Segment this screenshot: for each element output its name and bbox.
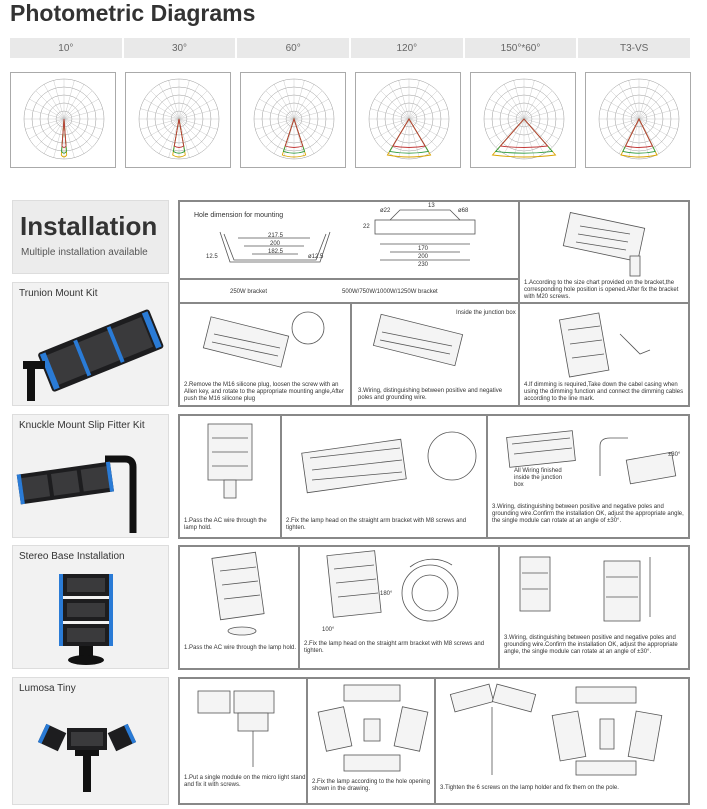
lumosa-step2-drawing — [317, 684, 429, 772]
trunion-step2-cell: 2.Remove the M16 silicone plug, loosen t… — [179, 303, 351, 406]
page-title: Photometric Diagrams — [10, 0, 256, 26]
tab-beam-t3vs[interactable]: T3-VS — [578, 38, 691, 58]
dim-250-d: 12.5 — [206, 254, 218, 260]
trunion-step2-text: 2.Remove the M16 silicone plug, loosen t… — [184, 382, 344, 402]
knuckle-step2-text: 2.Fix the lamp head on the straight arm … — [286, 518, 467, 531]
polar-diagram — [10, 72, 116, 168]
knuckle-sidebar: Knuckle Mount Slip Fitter Kit — [12, 414, 169, 538]
beam-angle-tabs: 10° 30° 60° 120° 150°*60° T3-VS — [10, 38, 691, 58]
trunion-label: Trunion Mount Kit — [19, 288, 98, 299]
dim-500-a: ø22 — [380, 208, 391, 214]
dim-500-g: 230 — [418, 262, 429, 268]
bracket-250-label: 250W bracket — [230, 289, 268, 295]
stereo-angle-180: 180° — [380, 591, 393, 597]
hole-dimension-title: Hole dimension for mounting — [194, 212, 284, 219]
trunion-step1-drawing — [562, 211, 646, 277]
knuckle-panel: 1.Pass the AC wire through the lamp hold… — [178, 414, 690, 539]
trunion-step3-text: 3.Wiring, distinguishing between positiv… — [358, 388, 503, 401]
dim-500-e: 170 — [418, 246, 429, 252]
stereo-step2-drawing — [326, 550, 459, 622]
trunion-sidebar: Trunion Mount Kit — [12, 282, 169, 406]
dim-250-a: 217.5 — [268, 233, 284, 239]
dim-250-c: 182.5 — [268, 249, 284, 255]
installation-heading: Installation — [20, 211, 158, 241]
knuckle-step3-text: 3.Wiring, distinguishing between positiv… — [492, 504, 684, 524]
knuckle-step2-drawing — [301, 431, 477, 494]
bracket-500-label: 500W/750W/1000W/1250W bracket — [342, 289, 438, 295]
tab-beam-60[interactable]: 60° — [237, 38, 350, 58]
stereo-sidebar: Stereo Base Installation — [12, 545, 169, 669]
dim-500-c: ø68 — [458, 208, 469, 214]
dim-250-e: ø12.5 — [308, 254, 324, 260]
trunion-step4-drawing — [558, 312, 651, 378]
lumosa-step3-drawing — [449, 683, 663, 776]
stereo-step1-drawing — [211, 551, 265, 636]
knuckle-step3-drawing — [506, 430, 677, 485]
trunion-step4-cell: 4.If dimming is required,Take down the c… — [519, 303, 689, 406]
stereo-step2-text: 2.Fix the lamp head on the straight arm … — [304, 641, 485, 654]
bracket-labels-cell: 250W bracket 500W/750W/1000W/1250W brack… — [179, 279, 519, 303]
trunion-step1-text: 1.According to the size chart provided o… — [524, 280, 679, 300]
trunion-step3-cell: Inside the junction box 3.Wiring, distin… — [351, 303, 519, 406]
tab-beam-120[interactable]: 120° — [351, 38, 463, 58]
knuckle-angle-label: ±30° — [668, 452, 681, 458]
knuckle-product-image — [16, 455, 137, 533]
stereo-step1-text: 1.Pass the AC wire through the lamp hold… — [184, 645, 297, 651]
trunion-panel: Hole dimension for mounting 217.5 200 18… — [178, 200, 690, 407]
dim-500-b: 13 — [428, 203, 435, 209]
stereo-step3-drawing — [519, 556, 651, 622]
polar-diagram — [240, 72, 346, 168]
trunion-product-image — [23, 309, 164, 401]
lumosa-step2-cell: 2.Fix the lamp according to the hole ope… — [307, 678, 435, 804]
stereo-step3-text: 3.Wiring, distinguishing between positiv… — [504, 635, 678, 655]
hole-dimension-cell: Hole dimension for mounting 217.5 200 18… — [179, 201, 519, 279]
stereo-panel: 1.Pass the AC wire through the lamp hold… — [178, 545, 690, 670]
lumosa-label: Lumosa Tiny — [19, 683, 76, 694]
trunion-step2-drawing — [202, 311, 325, 368]
knuckle-step1-cell: 1.Pass the AC wire through the lamp hold… — [179, 415, 281, 538]
lumosa-step1-drawing — [197, 690, 275, 767]
trunion-step3-drawing — [372, 313, 464, 367]
inside-box-note: Inside the junction box — [456, 310, 516, 316]
lumosa-step1-text: 1.Put a single module on the micro light… — [184, 775, 306, 788]
stereo-step2-cell: 180° 100° 2.Fix the lamp head on the str… — [299, 546, 499, 669]
tab-beam-150x60[interactable]: 150°*60° — [464, 38, 577, 58]
knuckle-step1-text: 1.Pass the AC wire through the lamp hold… — [184, 518, 267, 531]
stereo-label: Stereo Base Installation — [19, 551, 125, 562]
knuckle-step3-cell: All Wiring finished inside the junction … — [487, 415, 689, 538]
dim-500-f: 200 — [418, 254, 429, 260]
tab-beam-30[interactable]: 30° — [123, 38, 236, 58]
polar-diagram — [355, 72, 461, 168]
lumosa-panel: 1.Put a single module on the micro light… — [178, 677, 690, 805]
polar-diagram — [470, 72, 576, 168]
knuckle-wiring-note: All Wiring finished inside the junction … — [514, 468, 563, 488]
lumosa-sidebar: Lumosa Tiny — [12, 677, 169, 805]
lumosa-step1-cell: 1.Put a single module on the micro light… — [179, 678, 307, 804]
lumosa-step2-text: 2.Fix the lamp according to the hole ope… — [312, 779, 431, 792]
bracket-dimension-drawing — [219, 209, 476, 263]
polar-diagrams-row — [10, 72, 691, 168]
stereo-step1-cell: 1.Pass the AC wire through the lamp hold… — [179, 546, 299, 669]
dim-250-b: 200 — [270, 241, 281, 247]
installation-subheading: Multiple installation available — [21, 247, 148, 258]
stereo-angle-100: 100° — [322, 627, 335, 633]
installation-header: Installation Multiple installation avail… — [12, 200, 169, 274]
knuckle-label: Knuckle Mount Slip Fitter Kit — [19, 420, 145, 431]
knuckle-step2-cell: 2.Fix the lamp head on the straight arm … — [281, 415, 487, 538]
lumosa-step3-text: 3.Tighten the 6 screws on the lamp holde… — [440, 785, 619, 791]
trunion-step4-text: 4.If dimming is required,Take down the c… — [524, 382, 684, 402]
stereo-product-image — [59, 574, 113, 665]
polar-diagram — [125, 72, 231, 168]
tab-beam-10[interactable]: 10° — [10, 38, 122, 58]
polar-diagram — [585, 72, 691, 168]
dim-500-d: 22 — [363, 224, 370, 230]
knuckle-step1-drawing — [207, 423, 253, 499]
lumosa-product-image — [37, 723, 137, 792]
lumosa-step3-cell: 3.Tighten the 6 screws on the lamp holde… — [435, 678, 689, 804]
stereo-step3-cell: 3.Wiring, distinguishing between positiv… — [499, 546, 689, 669]
trunion-step1-cell: 1.According to the size chart provided o… — [519, 201, 689, 303]
